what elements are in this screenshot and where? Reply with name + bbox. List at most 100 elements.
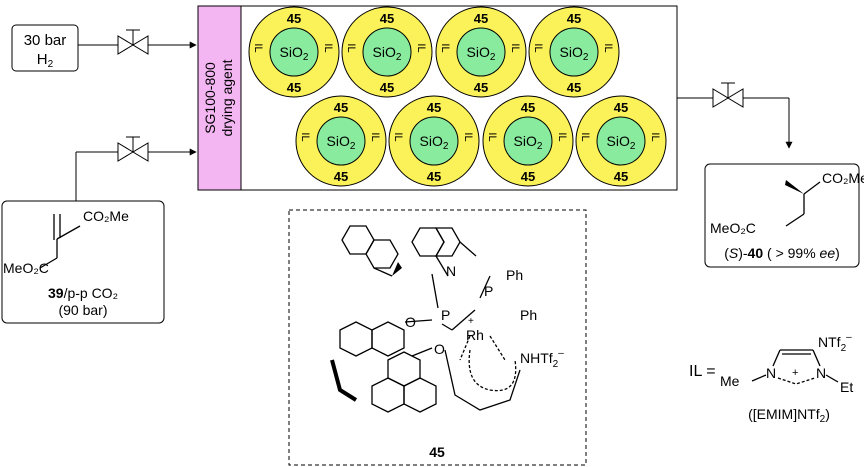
il-mark-right: IL bbox=[415, 43, 427, 52]
particle-label-bottom: 45 bbox=[287, 80, 301, 95]
il-anion: NTf2– bbox=[818, 332, 852, 354]
catalyst-name: 45 bbox=[429, 444, 445, 460]
product-box: CO₂Me MeO₂C (S)-40 ( > 99% ee) bbox=[704, 163, 864, 268]
silica-label: SiO2 bbox=[607, 133, 636, 152]
product-meo2c: MeO₂C bbox=[710, 220, 756, 236]
il-n2: N bbox=[816, 365, 826, 381]
ionic-liquid: IL = Me N N Et + NTf2– ([EMIM]NTf2) bbox=[689, 332, 853, 425]
h2-source: 30 bar H2 bbox=[11, 24, 79, 72]
il-mark-left: IL bbox=[392, 132, 404, 141]
substrate-pressure: (90 bar) bbox=[58, 302, 107, 318]
imidazolium-ring bbox=[751, 349, 839, 385]
catalyst-o2: O bbox=[434, 341, 445, 357]
silica-label: SiO2 bbox=[280, 44, 309, 63]
silica-core bbox=[503, 116, 553, 166]
catalyst-p1: P bbox=[441, 307, 450, 323]
catalyst-p2: P bbox=[484, 283, 493, 299]
il-mark-right: IL bbox=[322, 43, 334, 52]
particle-label-top: 45 bbox=[334, 100, 348, 115]
il-et: Et bbox=[840, 379, 853, 395]
particle-label-top: 45 bbox=[380, 11, 394, 26]
substrate-structure bbox=[39, 214, 81, 269]
naphthyl-wedge bbox=[392, 262, 402, 276]
particle-label-bottom: 45 bbox=[567, 80, 581, 95]
il-me: Me bbox=[720, 373, 740, 389]
h2-formula: H2 bbox=[37, 51, 54, 70]
il-prefix: IL = bbox=[689, 363, 716, 380]
product-co2me: CO₂Me bbox=[822, 170, 864, 186]
particle-label-bottom: 45 bbox=[380, 80, 394, 95]
silica-label: SiO2 bbox=[373, 44, 402, 63]
il-mark-right: IL bbox=[462, 132, 474, 141]
particle-label-top: 45 bbox=[427, 100, 441, 115]
outlet-valve-icon[interactable] bbox=[712, 82, 744, 108]
il-mark-left: IL bbox=[486, 132, 498, 141]
substrate-label: 39/p-p CO₂ bbox=[48, 285, 118, 301]
product-structure bbox=[785, 181, 821, 227]
catalyst-ph1: Ph bbox=[506, 267, 523, 283]
il-mark-left: IL bbox=[252, 43, 264, 52]
particle-label-bottom: 45 bbox=[427, 169, 441, 184]
product-label: (S)-40 ( > 99% ee) bbox=[724, 245, 840, 261]
il-mark-left: IL bbox=[345, 43, 357, 52]
particle-label-top: 45 bbox=[521, 100, 535, 115]
h2-valve-icon[interactable] bbox=[117, 29, 149, 55]
drying-agent-line1: SG100-800 bbox=[202, 62, 218, 134]
silica-core bbox=[316, 116, 366, 166]
silica-core bbox=[409, 116, 459, 166]
silica-label: SiO2 bbox=[514, 133, 543, 152]
il-n1: N bbox=[766, 365, 776, 381]
drying-agent: SG100-800 drying agent bbox=[197, 5, 242, 191]
silica-label: SiO2 bbox=[327, 133, 356, 152]
particle-label-bottom: 45 bbox=[474, 80, 488, 95]
particle-label-bottom: 45 bbox=[521, 169, 535, 184]
il-mark-right: IL bbox=[556, 132, 568, 141]
il-mark-left: IL bbox=[532, 43, 544, 52]
silica-label: SiO2 bbox=[560, 44, 589, 63]
il-mark-left: IL bbox=[299, 132, 311, 141]
catalyst-anion: NHTf2– bbox=[520, 348, 564, 370]
il-mark-right: IL bbox=[509, 43, 521, 52]
drying-agent-line2: drying agent bbox=[219, 59, 235, 136]
il-mark-left: IL bbox=[579, 132, 591, 141]
substrate-box: CO₂Me MeO₂C 39/p-p CO₂ (90 bar) bbox=[1, 200, 165, 324]
particle-label-top: 45 bbox=[474, 11, 488, 26]
catalyst-ph2: Ph bbox=[520, 307, 537, 323]
silica-core bbox=[269, 27, 319, 77]
particle-label-bottom: 45 bbox=[334, 169, 348, 184]
substrate-co2me: CO₂Me bbox=[83, 208, 129, 224]
catalyst-frame bbox=[288, 209, 587, 466]
il-mark-left: IL bbox=[439, 43, 451, 52]
il-name: ([EMIM]NTf2) bbox=[748, 406, 830, 425]
catalyst-charge: + bbox=[468, 316, 474, 327]
il-mark-right: IL bbox=[602, 43, 614, 52]
silica-core bbox=[596, 116, 646, 166]
il-mark-right: IL bbox=[369, 132, 381, 141]
catalyst-n: N bbox=[446, 263, 456, 279]
il-mark-right: IL bbox=[649, 132, 661, 141]
particle-label-top: 45 bbox=[287, 11, 301, 26]
silica-core bbox=[456, 27, 506, 77]
catalyst-o1: O bbox=[405, 314, 416, 330]
particle-label-top: 45 bbox=[567, 11, 581, 26]
silica-core bbox=[549, 27, 599, 77]
substrate-meo2c: MeO₂C bbox=[3, 260, 49, 276]
particle-label-top: 45 bbox=[614, 100, 628, 115]
silica-core bbox=[362, 27, 412, 77]
silica-label: SiO2 bbox=[420, 133, 449, 152]
product-methyl-wedge bbox=[785, 180, 804, 194]
h2-pressure-label: 30 bar bbox=[24, 32, 67, 49]
co2-valve-icon[interactable] bbox=[117, 136, 149, 162]
il-charge: + bbox=[792, 367, 798, 379]
particle-label-bottom: 45 bbox=[614, 169, 628, 184]
